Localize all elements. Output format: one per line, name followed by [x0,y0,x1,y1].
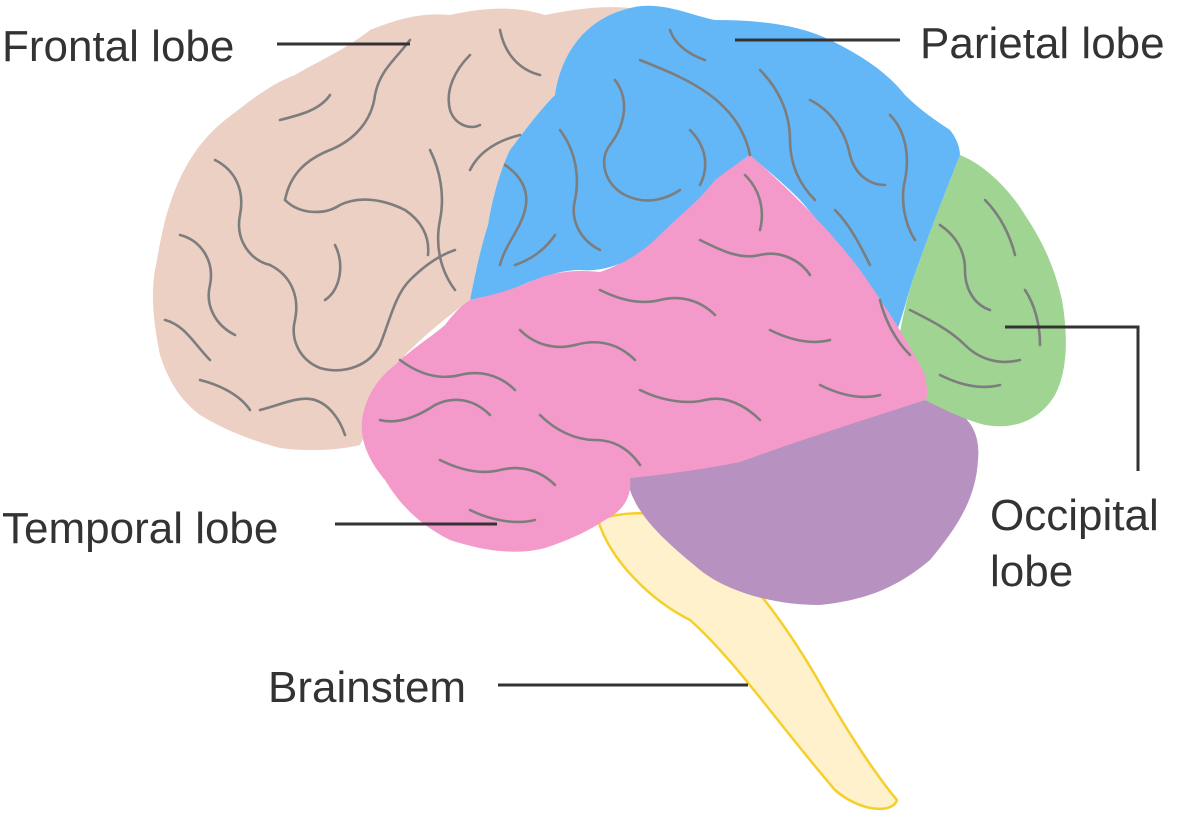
parietal-lobe-label: Parietal lobe [920,19,1165,68]
occipital-lobe-label-line1: Occipital [990,491,1159,540]
brain-sulci-lines [163,28,1042,524]
parietal-lobe-region [470,5,960,335]
occipital-leader-line [1005,325,1140,471]
frontal-lobe-label: Frontal lobe [2,22,234,71]
temporal-lobe-region [361,155,928,552]
frontal-lobe-region [152,7,630,451]
brainstem-label: Brainstem [268,663,466,712]
occipital-lobe-region [898,155,1066,427]
temporal-lobe-label: Temporal lobe [2,504,278,553]
occipital-lobe-label-line2: lobe [990,547,1073,596]
